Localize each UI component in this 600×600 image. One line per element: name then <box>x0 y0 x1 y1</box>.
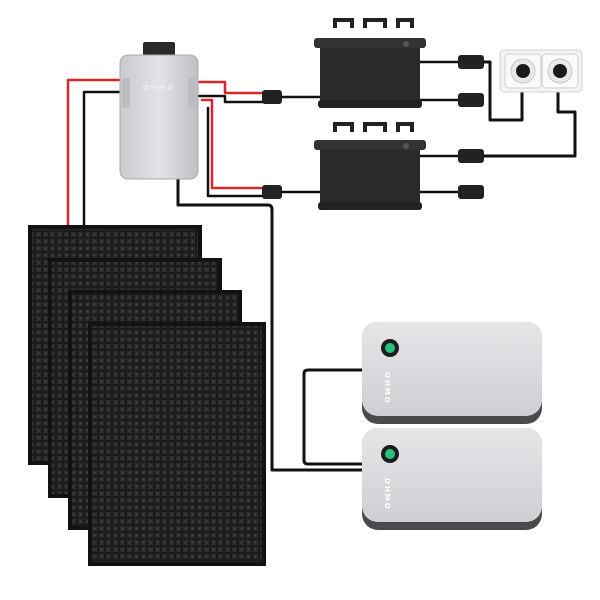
battery-unit: OHMO <box>362 322 542 424</box>
solar-panel <box>88 322 266 566</box>
wall-socket <box>504 53 542 89</box>
battery-brand-label: OHMO <box>383 478 391 511</box>
connector <box>458 93 484 107</box>
solar-panels <box>28 225 266 566</box>
hub-box: OHMO <box>119 42 199 180</box>
wall-socket <box>541 53 579 89</box>
connector <box>458 149 484 163</box>
panel-cable-black <box>82 90 122 230</box>
hub-inverter2-red <box>200 98 267 190</box>
connector <box>262 185 282 199</box>
hub-inverter2-black <box>206 106 267 198</box>
micro-inverter <box>314 18 426 108</box>
inverter2-outlet-cable <box>482 78 577 158</box>
hub-inverter1-red <box>194 80 267 95</box>
battery-unit: OHMO <box>362 428 542 530</box>
panel-cable-red <box>66 78 122 230</box>
connector <box>262 90 282 104</box>
hub-battery-cable <box>176 178 364 472</box>
hub-inverter1-black <box>194 94 267 104</box>
micro-inverter <box>314 122 426 210</box>
cables <box>66 55 577 472</box>
battery-link-cable <box>302 368 364 466</box>
connector <box>458 185 484 199</box>
inverter1-outlet-cable <box>482 60 524 122</box>
hub-brand-label: OHMO <box>143 84 176 92</box>
battery-brand-label: OHMO <box>383 372 391 405</box>
connector <box>458 55 484 69</box>
wall-outlets <box>499 49 583 93</box>
